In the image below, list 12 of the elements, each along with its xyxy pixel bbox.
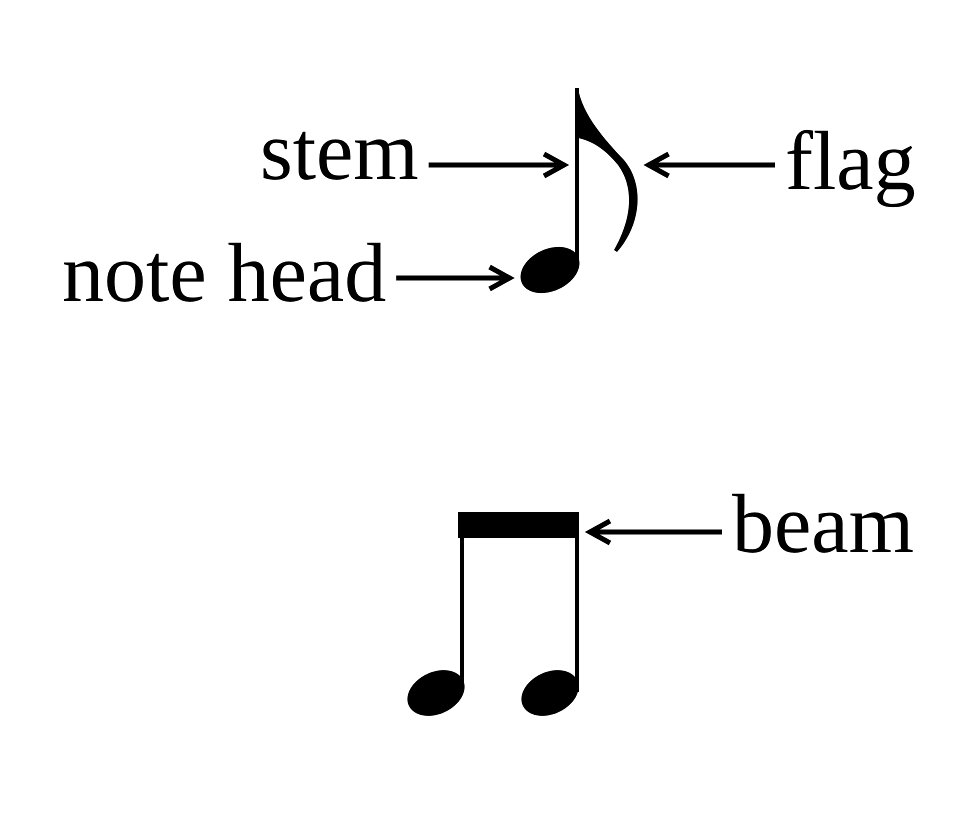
leader-arrow bbox=[588, 518, 722, 546]
note-stem bbox=[575, 538, 579, 692]
part-label: stem bbox=[260, 110, 419, 194]
note-beam bbox=[458, 512, 579, 538]
note-head bbox=[407, 670, 465, 716]
note-head bbox=[521, 670, 579, 716]
note-head bbox=[520, 246, 580, 294]
part-label: beam bbox=[732, 483, 914, 567]
leader-arrow bbox=[646, 152, 775, 178]
leader-arrow bbox=[428, 152, 566, 178]
leader-arrow bbox=[396, 264, 512, 292]
part-label: note head bbox=[62, 232, 386, 316]
